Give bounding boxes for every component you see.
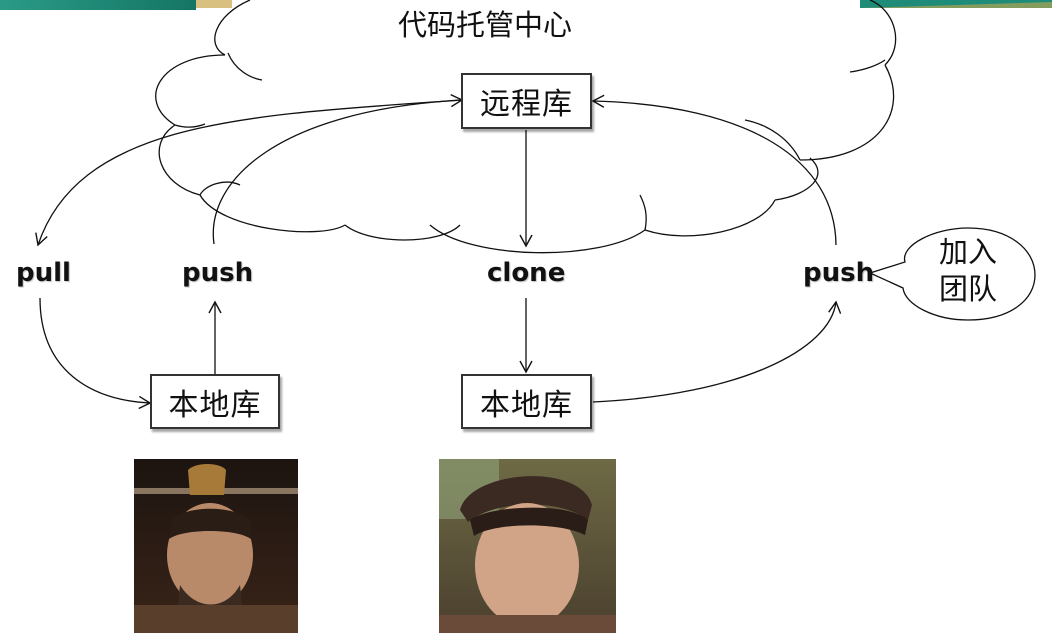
remote-repo-box: 远程库 (461, 73, 592, 129)
local-repo-left-box: 本地库 (150, 374, 280, 429)
arrow-push-right-to-remote (591, 94, 837, 246)
arrow-local-right-to-push-right (592, 300, 842, 403)
arrow-remote-to-pull (35, 99, 463, 247)
join-team-text: 加入 团队 (928, 234, 1008, 308)
arrows (35, 93, 842, 410)
clone-label: clone (487, 258, 566, 288)
push-left-label: push (182, 258, 254, 288)
join-team-line2: 团队 (938, 272, 997, 306)
arrow-push-left-to-remote (212, 93, 464, 245)
header-banner-right (860, 0, 1052, 8)
header-banner-left (0, 0, 232, 10)
pull-label: pull (16, 258, 71, 288)
join-team-line1: 加入 (938, 235, 997, 269)
cloud-shape (155, 0, 897, 254)
cloud-title: 代码托管中心 (398, 8, 573, 42)
local-repo-right-box: 本地库 (461, 374, 592, 429)
push-right-label: push (803, 258, 875, 288)
person-left-portrait (134, 459, 298, 633)
arrow-pull-to-local-left (39, 297, 152, 410)
join-team-bubble (868, 227, 1036, 321)
person-right-portrait (439, 459, 616, 633)
